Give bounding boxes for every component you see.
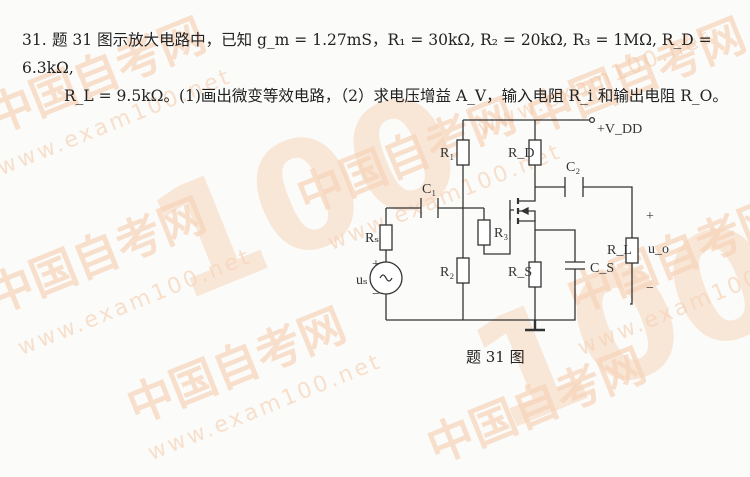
label-vdd: +V_DD: [597, 122, 642, 137]
problem-number: 31.: [22, 31, 47, 49]
label-minus-in: −: [372, 287, 380, 302]
capacitor-c1: [420, 198, 439, 218]
resistor-r2: [456, 257, 470, 284]
transistor-source: [518, 220, 536, 230]
label-plus-out: +: [646, 209, 654, 224]
transistor-gate: [509, 200, 514, 220]
label-r2: R₂: [440, 265, 454, 280]
problem-text-1: 题 31 图示放大电路中，已知 g_m = 1.27mS，R₁ = 30kΩ, …: [22, 31, 712, 77]
label-r3: R₃: [494, 226, 508, 241]
capacitor-cs: [565, 261, 585, 270]
label-rl: R_L: [607, 243, 632, 258]
problem-line-2: R_L = 9.5kΩ。(1)画出微变等效电路，（2）求电压增益 A_V，输入电…: [64, 87, 728, 105]
label-cs: C_S: [590, 261, 614, 276]
ground-symbol: [525, 320, 545, 332]
label-rd: R_D: [508, 146, 534, 161]
label-c2: C₂: [566, 160, 580, 175]
label-plus-in: +: [372, 257, 380, 272]
resistor-r3: [477, 219, 491, 246]
label-uo: u_o: [648, 242, 669, 257]
label-r1: R₁: [440, 146, 454, 161]
vdd-terminal: [588, 116, 596, 124]
problem-line-1: 31.题 31 图示放大电路中，已知 g_m = 1.27mS，R₁ = 30k…: [22, 26, 734, 82]
transistor-arrow: [520, 206, 529, 216]
label-rs-source: Rₛ: [365, 231, 379, 246]
problem-statement: 31.题 31 图示放大电路中，已知 g_m = 1.27mS，R₁ = 30k…: [22, 26, 734, 110]
label-rs: R_S: [508, 265, 532, 280]
figure-caption: 题 31 图: [466, 348, 525, 366]
label-c1: C₁: [422, 182, 436, 197]
resistor-rs-source: [379, 224, 393, 251]
label-minus-out: −: [646, 281, 654, 296]
capacitor-c2: [564, 177, 584, 197]
transistor-drain: [518, 193, 536, 202]
label-us: uₛ: [356, 273, 368, 288]
circuit-diagram: +V_DD R₁ R_D C₁ C₂ R₃ Rₛ + uₛ − R₂ R_S C…: [356, 116, 669, 332]
resistor-r1: [456, 139, 470, 166]
